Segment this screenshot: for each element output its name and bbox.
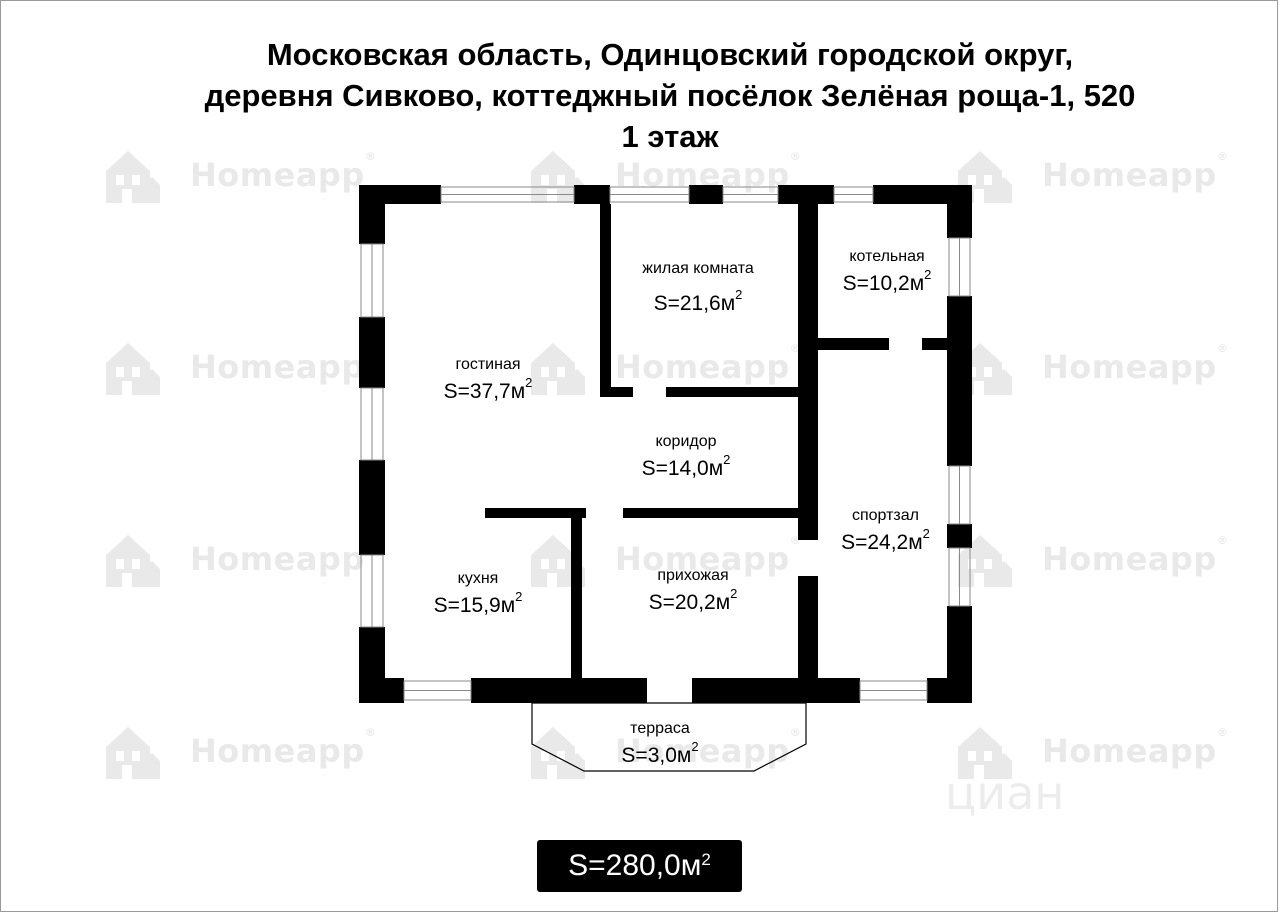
homeapp-watermark: Homeapp®: [98, 145, 376, 205]
window-left-1: [360, 243, 384, 318]
room-area: S=21,6м2: [653, 287, 743, 315]
address-title: Московская область, Одинцовский городско…: [140, 34, 1200, 157]
wall-segment: [359, 460, 385, 555]
room-label-corridor: коридор S=14,0м2: [626, 432, 746, 481]
window-top-4: [833, 186, 874, 203]
room-name: коридор: [655, 433, 717, 450]
room-name: прихожая: [657, 567, 729, 584]
room-area: S=3,0м2: [621, 739, 699, 767]
house-icon: [106, 727, 160, 779]
window-top-3: [722, 186, 779, 203]
watermark-text: Homeapp®: [615, 534, 802, 578]
cian-watermark: циан: [945, 766, 1065, 820]
watermark-text: Homeapp®: [1042, 150, 1229, 194]
room-name: жилая комната: [642, 260, 754, 277]
wall-segment: [600, 204, 611, 397]
total-area-value: S=280,0м: [568, 849, 702, 882]
wall-segment: [818, 338, 889, 350]
outer-walls: [359, 185, 972, 703]
terrace-outline: [531, 702, 807, 772]
homeapp-watermark: Homeapp®: [523, 721, 801, 781]
house-icon: [106, 343, 160, 395]
house-icon: [531, 727, 585, 779]
wall-segment: [947, 185, 972, 238]
room-area: S=15,9м2: [433, 589, 523, 617]
watermark-text: Homeapp®: [1042, 534, 1229, 578]
watermark-text: Homeapp®: [190, 150, 377, 194]
house-icon: [531, 151, 585, 203]
room-name: спортзал: [851, 507, 919, 524]
room-name: терраса: [630, 720, 690, 737]
wall-segment: [666, 387, 808, 397]
wall-segment: [798, 204, 818, 340]
watermark-text: Homeapp®: [615, 726, 802, 770]
window-bottom-2: [859, 680, 928, 701]
homeapp-watermark: Homeapp®: [98, 529, 376, 589]
window-top-1: [440, 186, 575, 203]
homeapp-watermark: Homeapp®: [950, 721, 1228, 781]
room-label-terrace: терраса S=3,0м2: [600, 719, 720, 768]
floor-label: 1 этаж: [621, 119, 719, 154]
house-icon: [106, 151, 160, 203]
room-label-kitchen: кухня S=15,9м2: [418, 569, 538, 618]
homeapp-watermark: Homeapp®: [98, 721, 376, 781]
house-icon: [106, 535, 160, 587]
house-icon: [531, 343, 585, 395]
address-line-2: деревня Сивково, коттеджный посёлок Зелё…: [204, 78, 1136, 113]
wall-segment: [947, 296, 972, 466]
room-area: S=20,2м2: [648, 586, 738, 614]
room-label-lounge: гостиная S=37,7м2: [428, 355, 548, 404]
room-area: S=14,0м2: [641, 452, 731, 480]
wall-segment: [692, 678, 860, 703]
wall-segment: [471, 678, 647, 703]
wall-segment: [798, 340, 818, 540]
window-left-3: [360, 554, 384, 628]
interior-walls: [485, 204, 947, 678]
wall-segment: [571, 518, 582, 678]
wall-segment: [798, 576, 818, 678]
wall-segment: [623, 508, 798, 518]
window-right-1: [948, 237, 971, 297]
watermark-text: Homeapp®: [615, 342, 802, 386]
address-line-1: Московская область, Одинцовский городско…: [266, 37, 1074, 72]
wall-segment: [485, 508, 586, 518]
window-left-2: [360, 387, 384, 461]
watermark-text: Homeapp®: [1042, 726, 1229, 770]
room-name: гостиная: [455, 356, 521, 373]
room-name: котельная: [849, 248, 925, 265]
room-label-hallway: прихожая S=20,2м2: [628, 566, 758, 615]
window-top-2: [609, 186, 690, 203]
wall-segment: [359, 185, 385, 244]
room-area: S=10,2м2: [842, 267, 932, 295]
wall-segment: [778, 185, 834, 204]
windows: [360, 186, 971, 701]
wall-segment: [359, 317, 385, 388]
house-icon: [958, 727, 1012, 779]
watermark-text: Homeapp®: [190, 726, 377, 770]
room-name: кухня: [457, 570, 499, 587]
window-bottom-1: [403, 680, 472, 701]
room-area: S=37,7м2: [443, 375, 533, 403]
wall-segment: [947, 606, 972, 703]
wall-segment: [689, 185, 723, 204]
wall-segment: [359, 627, 385, 703]
watermark-text: Homeapp®: [1042, 342, 1229, 386]
room-label-boiler: котельная S=10,2м2: [832, 247, 942, 296]
room-label-bedroom: жилая комната S=21,6м2: [628, 259, 768, 316]
room-label-gym: спортзал S=24,2м2: [828, 506, 943, 555]
wall-segment: [922, 338, 947, 350]
wall-segment: [574, 185, 610, 204]
wall-segment: [947, 524, 972, 548]
homeapp-watermark: Homeapp®: [523, 337, 801, 397]
total-area-unit: 2: [701, 850, 711, 869]
window-right-2: [948, 465, 971, 525]
window-right-3: [948, 547, 971, 607]
room-area: S=24,2м2: [841, 526, 930, 554]
wall-segment: [600, 387, 633, 397]
